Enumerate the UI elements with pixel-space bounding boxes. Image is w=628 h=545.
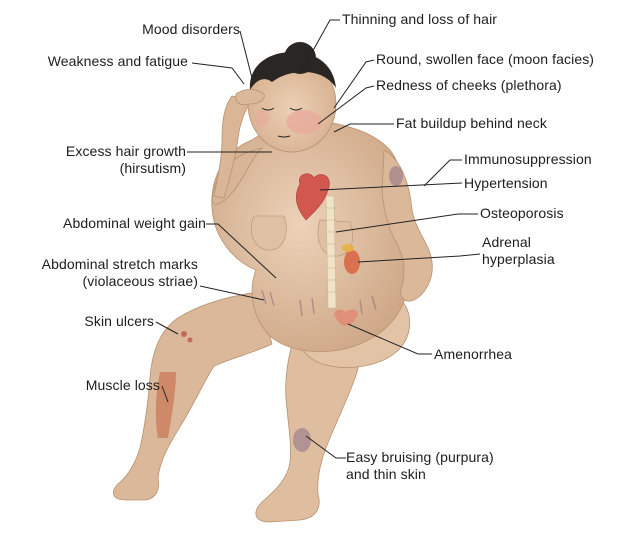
leader-hair	[299, 19, 340, 75]
spine	[325, 195, 337, 309]
leader-adrenal	[357, 253, 481, 263]
ulcer	[181, 331, 187, 337]
leader-mood	[239, 30, 253, 79]
label-mood-disorders: Mood disorders	[142, 21, 240, 37]
label-osteoporosis: Osteoporosis	[480, 205, 564, 221]
bruise-arm	[389, 166, 403, 186]
label-easy-bruising: Easy bruising (purpura) and thin skin	[346, 449, 494, 482]
leader-striae	[199, 285, 265, 301]
label-muscle-loss: Muscle loss	[85, 377, 160, 393]
leader-abdgain	[206, 223, 277, 279]
leader-lines	[155, 19, 481, 459]
label-hypertension: Hypertension	[464, 175, 548, 191]
leader-weakness	[191, 62, 245, 85]
label-adrenal-hyperplasia: Adrenal hyperplasia	[482, 234, 555, 267]
eye	[261, 107, 275, 111]
left-forearm	[213, 95, 253, 199]
label-stretch-marks: Abdominal stretch marks (violaceous stri…	[41, 256, 198, 289]
cheek-redness	[286, 110, 322, 134]
mouth	[277, 135, 291, 138]
hair-bun	[284, 42, 316, 74]
leader-ulcers	[155, 321, 179, 335]
ulcer-2	[187, 337, 193, 343]
leader-plethora	[317, 85, 375, 125]
figure	[112, 42, 433, 523]
right-arm	[381, 149, 433, 302]
leader-bruising	[305, 435, 346, 459]
leader-amenorrhea	[347, 323, 432, 355]
leader-neck	[333, 123, 394, 133]
label-hair-loss: Thinning and loss of hair	[342, 11, 498, 27]
striae	[261, 289, 377, 317]
leader-immuno	[423, 159, 462, 187]
vertebrae	[326, 207, 336, 293]
torso	[211, 120, 410, 352]
label-neck-fat: Fat buildup behind neck	[396, 115, 547, 131]
leader-moon	[333, 59, 375, 109]
eye-2	[289, 107, 303, 111]
label-skin-ulcers: Skin ulcers	[84, 313, 154, 329]
uterus	[334, 309, 358, 326]
adrenal-gland	[344, 250, 360, 274]
adrenal-cap	[342, 244, 354, 252]
muscle	[155, 372, 176, 438]
leader-muscle	[161, 385, 169, 403]
hand-on-head	[235, 89, 265, 106]
breast	[250, 215, 287, 251]
label-weakness-fatigue: Weakness and fatigue	[47, 53, 188, 69]
label-moon-facies: Round, swollen face (moon facies)	[376, 51, 595, 67]
left-leg	[112, 291, 273, 501]
leader-osteo	[335, 213, 478, 233]
label-abdominal-weight-gain: Abdominal weight gain	[63, 215, 206, 231]
cheek-redness-2	[254, 110, 270, 126]
label-hirsutism: Excess hair growth (hirsutism)	[65, 143, 186, 176]
label-plethora: Redness of cheeks (plethora)	[376, 77, 562, 93]
leader-hypertension	[319, 182, 463, 191]
bruise-leg	[293, 428, 311, 452]
right-leg	[255, 319, 361, 523]
label-immunosuppression: Immunosuppression	[464, 151, 592, 167]
label-amenorrhea: Amenorrhea	[434, 346, 513, 362]
